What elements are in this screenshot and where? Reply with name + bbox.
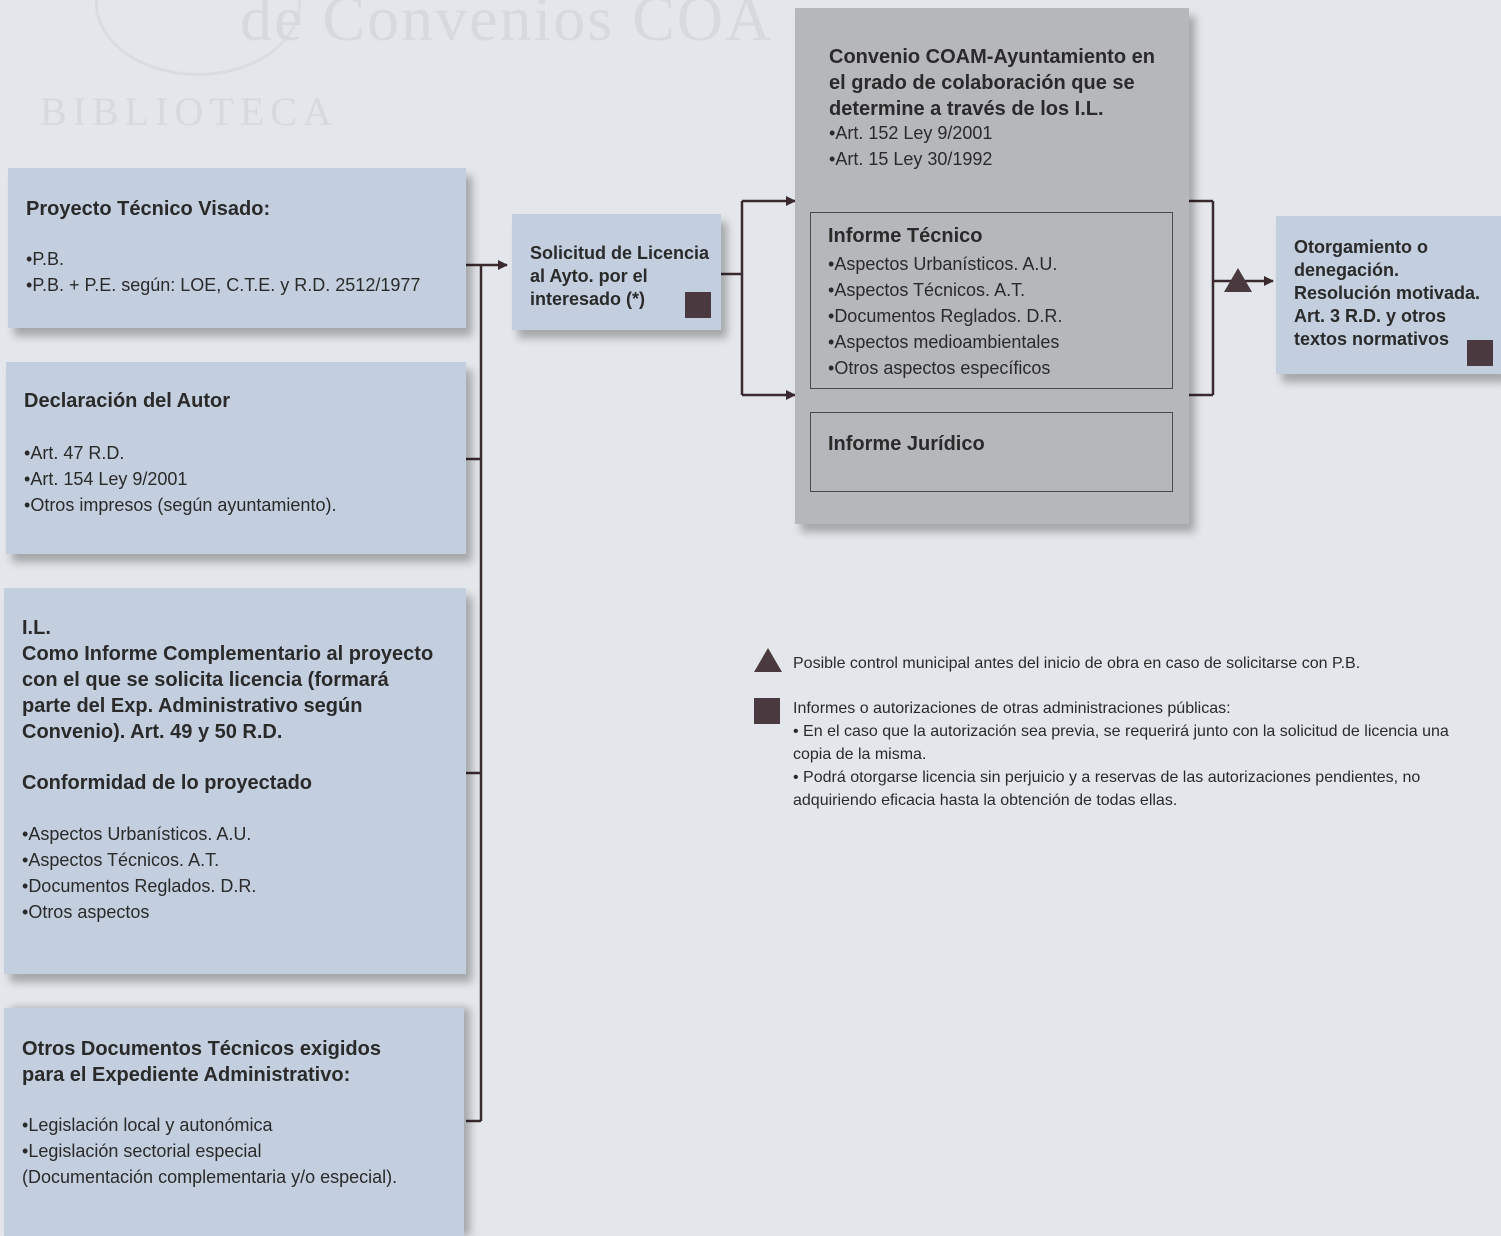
list-item: Otros aspectos específicos <box>828 355 1062 381</box>
legend-square-icon <box>754 698 780 724</box>
other-administrations-square-icon <box>1467 340 1493 366</box>
convenio-box-list: Art. 152 Ley 9/2001 Art. 15 Ley 30/1992 <box>829 120 992 172</box>
list-item: Legislación local y autonómica <box>22 1112 272 1138</box>
legend-square-item-2: • Podrá otorgarse licencia sin perjuicio… <box>793 769 1421 809</box>
il-box-description: Como Informe Complementario al proyecto … <box>22 643 434 743</box>
declaration-box: Declaración del Autor Art. 47 R.D. Art. … <box>6 362 466 554</box>
list-item: Art. 15 Ley 30/1992 <box>829 146 992 172</box>
request-box: Solicitud de Licencia al Ayto. por el in… <box>512 214 721 330</box>
other-docs-box-note: (Documentación complementaria y/o especi… <box>22 1167 398 1187</box>
background-ghost-text: de Convenios COA <box>240 0 774 54</box>
project-box-list: P.B. P.B. + P.E. según: LOE, C.T.E. y R.… <box>26 246 420 298</box>
il-box-title: I.L. <box>22 617 51 639</box>
other-docs-box-list: Legislación local y autonómica Legislaci… <box>22 1112 272 1164</box>
il-box-subtitle: Conformidad de lo proyectado <box>22 772 313 794</box>
declaration-box-title: Declaración del Autor <box>24 390 230 412</box>
list-item: Documentos Reglados. D.R. <box>22 873 256 899</box>
legend-square-item-2-text: Podrá otorgarse licencia sin perjuicio y… <box>793 769 1421 809</box>
request-box-text: Solicitud de Licencia al Ayto. por el in… <box>530 243 710 309</box>
list-item: Documentos Reglados. D.R. <box>828 303 1062 329</box>
other-docs-box-title: Otros Documentos Técnicos exigidos para … <box>22 1038 381 1086</box>
il-box: I.L. Como Informe Complementario al proy… <box>4 588 466 974</box>
list-item: P.B. <box>26 246 420 272</box>
municipal-control-triangle-icon <box>1224 268 1252 292</box>
legend-square-item-1: • En el caso que la autorización sea pre… <box>793 723 1449 763</box>
result-box: Otorgamiento o denegación. Resolución mo… <box>1276 216 1501 374</box>
declaration-box-list: Art. 47 R.D. Art. 154 Ley 9/2001 Otros i… <box>24 440 336 518</box>
project-box: Proyecto Técnico Visado: P.B. P.B. + P.E… <box>8 168 466 328</box>
list-item: Art. 154 Ley 9/2001 <box>24 466 336 492</box>
legal-report-title: Informe Jurídico <box>828 433 985 455</box>
technical-report-box: Informe Técnico Aspectos Urbanísticos. A… <box>810 212 1173 389</box>
list-item: Aspectos Urbanísticos. A.U. <box>828 251 1062 277</box>
list-item: Aspectos medioambientales <box>828 329 1062 355</box>
list-item: Aspectos Urbanísticos. A.U. <box>22 821 256 847</box>
il-box-list: Aspectos Urbanísticos. A.U. Aspectos Téc… <box>22 821 256 925</box>
other-docs-box: Otros Documentos Técnicos exigidos para … <box>4 1008 464 1236</box>
legend-triangle-text: Posible control municipal antes del inic… <box>793 655 1361 672</box>
list-item: Otros impresos (según ayuntamiento). <box>24 492 336 518</box>
technical-report-list: Aspectos Urbanísticos. A.U. Aspectos Téc… <box>828 251 1062 381</box>
convenio-box-title: Convenio COAM-Ayuntamiento en el grado d… <box>829 46 1155 120</box>
list-item: Art. 152 Ley 9/2001 <box>829 120 992 146</box>
list-item: Aspectos Técnicos. A.T. <box>22 847 256 873</box>
technical-report-title: Informe Técnico <box>828 225 983 247</box>
list-item: Otros aspectos <box>22 899 256 925</box>
result-box-text: Otorgamiento o denegación. Resolución mo… <box>1294 237 1481 349</box>
legal-report-box: Informe Jurídico <box>810 412 1173 492</box>
project-box-title: Proyecto Técnico Visado: <box>26 198 271 220</box>
list-item: P.B. + P.E. según: LOE, C.T.E. y R.D. 25… <box>26 272 420 298</box>
legend-triangle-icon <box>754 648 782 672</box>
list-item: Aspectos Técnicos. A.T. <box>828 277 1062 303</box>
legend-square-title: Informes o autorizaciones de otras admin… <box>793 700 1231 717</box>
list-item: Legislación sectorial especial <box>22 1138 272 1164</box>
other-administrations-square-icon <box>685 292 711 318</box>
legend-square-item-1-text: En el caso que la autorización sea previ… <box>793 723 1449 763</box>
background-ghost-text-2: BIBLIOTECA <box>40 89 338 134</box>
convenio-box: Convenio COAM-Ayuntamiento en el grado d… <box>795 8 1189 524</box>
list-item: Art. 47 R.D. <box>24 440 336 466</box>
